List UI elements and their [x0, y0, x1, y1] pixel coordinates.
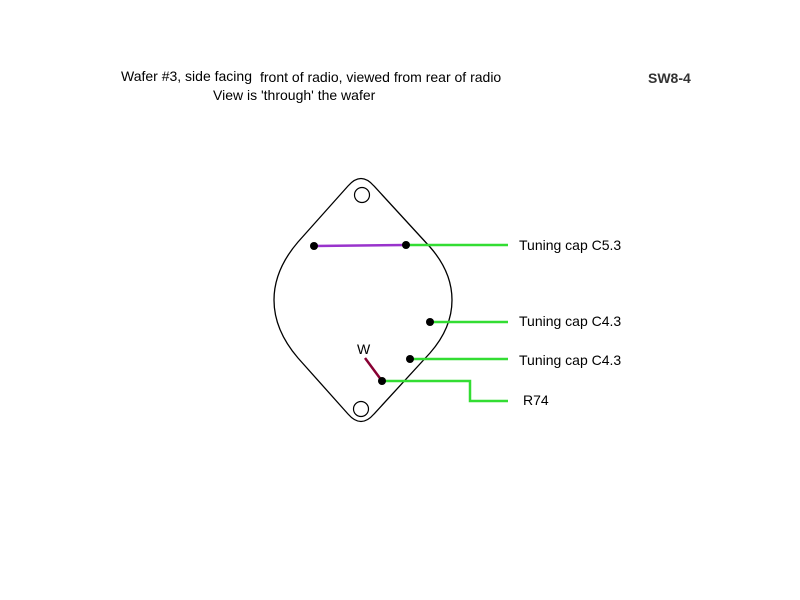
label-r74: R74: [523, 392, 549, 408]
terminal-c43-lower: [406, 355, 414, 363]
title-line-2: View is 'through' the wafer: [213, 87, 376, 103]
wiper-lead: [363, 357, 384, 382]
purple-jumper-wire: [313, 243, 407, 248]
mounting-hole-top: [353, 186, 371, 204]
mounting-hole-bottom: [352, 400, 370, 418]
terminal-wiper: [378, 377, 386, 385]
title-line-1-part-2: front of radio, viewed from rear of radi…: [260, 69, 502, 85]
terminal-left: [310, 242, 318, 250]
label-tuning-cap-c53: Tuning cap C5.3: [519, 237, 622, 253]
wafer-outline: [273, 177, 453, 423]
label-wiper: W: [357, 341, 371, 357]
label-tuning-cap-c43-upper: Tuning cap C4.3: [519, 313, 622, 329]
sheet-id: SW8-4: [648, 70, 691, 86]
terminal-c53: [402, 241, 410, 249]
title-line-1-part-1: Wafer #3, side facing: [121, 68, 252, 84]
terminal-c43-upper: [426, 318, 434, 326]
wire-to-r74: [382, 379, 508, 403]
label-tuning-cap-c43-lower: Tuning cap C4.3: [519, 352, 622, 368]
